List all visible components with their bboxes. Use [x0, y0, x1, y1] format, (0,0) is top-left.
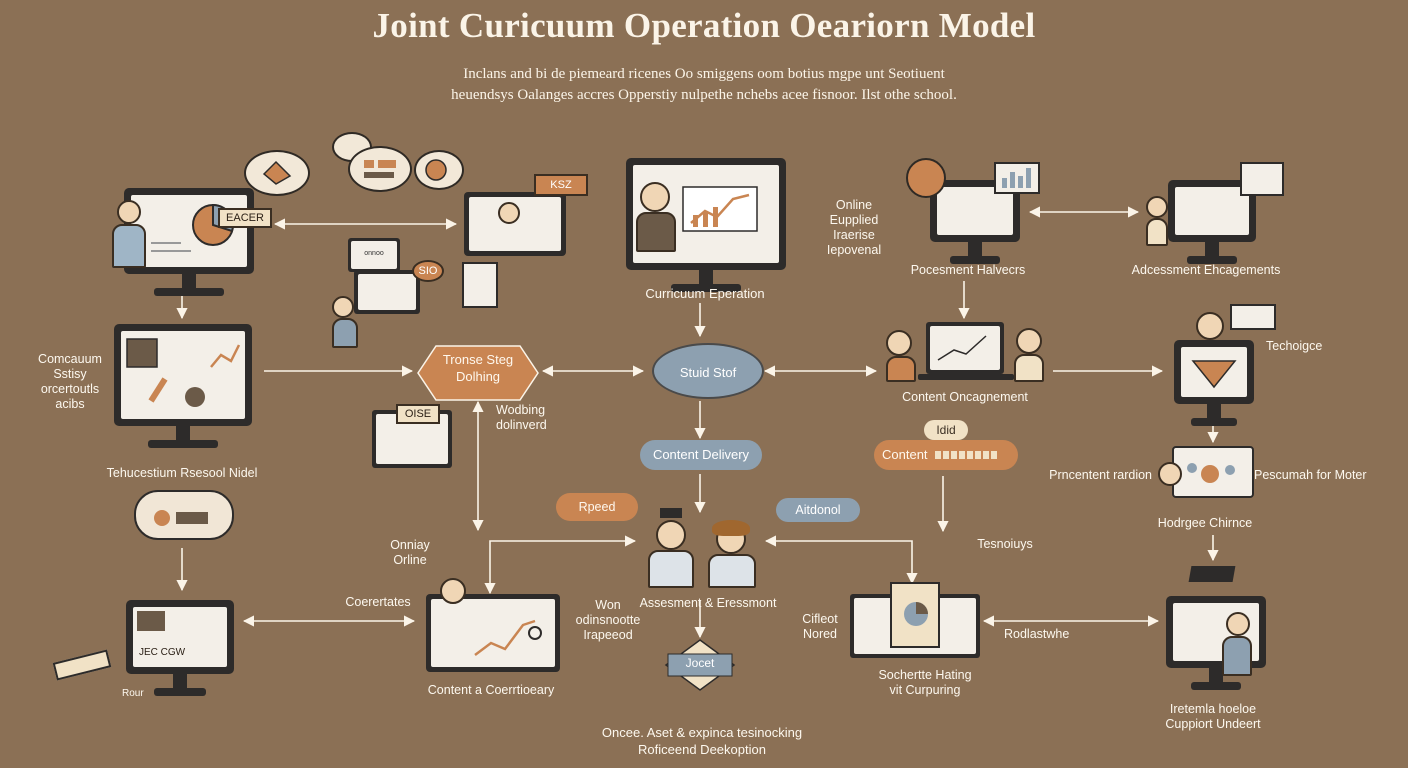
- rodlastwhe-label: Rodlastwhe: [1004, 627, 1070, 641]
- pocesment-label: Pocesment Halvecrs: [910, 263, 1026, 277]
- support-avatar: [1226, 612, 1250, 636]
- student-left-avatar: [886, 330, 912, 356]
- sio-bubble: SIO: [412, 260, 444, 282]
- student-left-body: [886, 356, 916, 382]
- reader-avatar: [1196, 312, 1224, 340]
- student-right-body: [1014, 354, 1044, 382]
- learner-avatar: [1146, 196, 1168, 218]
- mail-icon: [137, 611, 165, 631]
- trend-icon: [1230, 304, 1276, 330]
- graduate-right-hair: [712, 520, 750, 536]
- comcuum-monitor: [114, 324, 252, 448]
- assessment-label: Assesment & Eressmont: [639, 596, 777, 610]
- girl-body: [332, 318, 358, 348]
- message-bubble-icon: [348, 146, 412, 192]
- pescumah-label: Pescumah for Moter: [1254, 468, 1367, 482]
- diagram-title: Joint Curicuum Operation Oeariorn Model: [372, 6, 1036, 45]
- tesnoiuys-label: Tesnoiuys: [977, 537, 1033, 551]
- graduate-right-body: [708, 554, 756, 588]
- jecsw-text: JEC CGW: [139, 647, 186, 658]
- coerrtioeary-monitor: [426, 594, 560, 672]
- content-delivery-node[interactable]: Content Delivery: [640, 440, 762, 470]
- engagement-laptop: [926, 322, 1004, 374]
- content-pill-tag: Idid: [924, 420, 968, 440]
- adessment-label: Adcessment Ehcagements: [1131, 263, 1281, 277]
- teacher-avatar: [117, 200, 141, 224]
- student-avatar: [498, 202, 520, 224]
- student-right-avatar: [1016, 328, 1042, 354]
- grad-cap-icon-right: [1188, 566, 1236, 582]
- rpeed-node[interactable]: Rpeed: [556, 493, 638, 521]
- growth-chart-icon: [474, 619, 542, 656]
- laptop-base: [918, 374, 1014, 380]
- calculator-icon: [462, 262, 498, 308]
- curriculum-operation-label: Curricuum Eperation: [645, 286, 765, 301]
- desk-monitor: [354, 270, 420, 314]
- jocet-node[interactable]: Jocet: [685, 656, 715, 670]
- arrow-cor-to-assess: [484, 535, 637, 595]
- support-body: [1222, 636, 1252, 676]
- intro-line-1: Inclans and bi de piemeard ricenes Oo sm…: [463, 66, 945, 82]
- small-computer: onnoo: [348, 238, 400, 272]
- girl-avatar: [332, 296, 354, 318]
- cloud-gears-icon: [134, 490, 234, 540]
- presenter-body: [636, 212, 676, 252]
- strategy-icon: [126, 338, 241, 407]
- chart-bubble-icon: [414, 150, 464, 190]
- stuid-node[interactable]: Stuid Stof: [652, 343, 764, 399]
- learner-body: [1146, 218, 1168, 246]
- content-pill-node[interactable]: Content: [874, 440, 1018, 470]
- analyst-avatar: [440, 578, 466, 604]
- pocesment-monitor: [930, 180, 1020, 264]
- content-pill-stripes: [935, 451, 1000, 459]
- graduate-left-body: [648, 550, 694, 588]
- rising-chart-icon: [682, 186, 758, 232]
- globe-icon: [906, 158, 946, 198]
- rour-label: Rour: [122, 688, 144, 699]
- idea-bubble-icon: [244, 150, 310, 196]
- eacer-tag: EACER: [218, 208, 272, 228]
- tehucestium-label: Tehucestium Rsesool Nidel: [106, 466, 258, 480]
- graduate-left-avatar: [656, 520, 686, 550]
- techoigce-label: Techoigce: [1266, 339, 1323, 353]
- presenter-avatar: [640, 182, 670, 212]
- oise-tag: OISE: [396, 404, 440, 424]
- prncentent-label: Prncentent rardion: [1049, 468, 1152, 482]
- arrow-assess-to-sochertte: [764, 535, 918, 585]
- worker-avatar: [1158, 462, 1182, 486]
- content-oncagnement-label: Content Oncagnement: [902, 390, 1028, 404]
- aitdonol-node[interactable]: Aitdonol: [776, 498, 860, 522]
- adessment-monitor: [1168, 180, 1256, 264]
- grad-cap-icon: [660, 508, 682, 518]
- student-laptop: [464, 192, 566, 256]
- jocet-node-shape: [664, 639, 736, 691]
- ksz-tag: KSZ: [534, 174, 588, 196]
- hodrgee-label: Hodrgee Chirnce: [1157, 516, 1253, 530]
- jecsw-monitor: JEC CGW: [126, 600, 234, 696]
- tronse-node-shape: [417, 345, 539, 401]
- teacher-body: [112, 224, 146, 268]
- process-board-icon: [1172, 446, 1254, 498]
- techoigce-monitor: [1174, 340, 1254, 426]
- bar-chart-icon: [994, 162, 1040, 194]
- pie-chart-icon: [151, 203, 234, 252]
- content-coerrtioeary-label: Content a Coerrtioeary: [427, 683, 555, 697]
- intro-line-2: heuendsys Oalanges accres Opperstiy nulp…: [451, 87, 957, 103]
- slide-icon: [1240, 162, 1284, 196]
- coerertates-label: Coerertates: [345, 595, 411, 609]
- scroll-document-icon: [890, 582, 940, 648]
